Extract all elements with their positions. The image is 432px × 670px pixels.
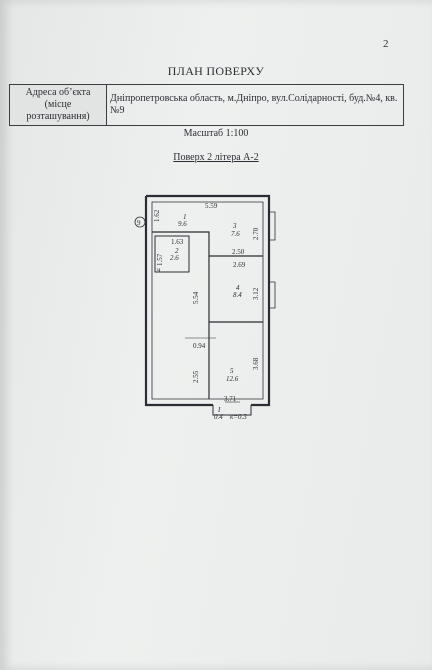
room-area: 8.4 [233, 291, 242, 299]
dim-top-width: 5.59 [205, 202, 218, 210]
room2-wall [154, 235, 190, 273]
dim-corridor: 5.54 [192, 291, 200, 304]
balcony [212, 405, 252, 416]
dim-room3-height: 2.70 [252, 227, 260, 240]
plan-symbol: ч [157, 266, 161, 274]
room-number: 2 [175, 247, 179, 255]
wall-room1-3 [152, 231, 263, 257]
dim-room1-height: 1.62 [153, 209, 161, 222]
address-label: Адреса об’єкта (місце розташування) [9, 84, 107, 126]
room-number: 4 [236, 284, 240, 292]
window-room3 [269, 211, 276, 241]
page-title: ПЛАН ПОВЕРХУ [167, 64, 265, 78]
dim-room5-bottom: 3.71 [224, 395, 237, 403]
dim-room4-width: 2.69 [233, 261, 246, 269]
entrance-marker [134, 216, 146, 228]
page-number: 2 [383, 38, 389, 50]
outer-wall-left [144, 196, 213, 407]
room-area: 12.6 [226, 375, 239, 383]
dim-room5-left: 2.55 [192, 370, 200, 383]
dim-room4-height: 3.12 [252, 287, 260, 300]
room-area: 2.6 [170, 254, 179, 262]
window-room4 [269, 281, 276, 309]
scale-label: Масштаб 1:100 [183, 128, 249, 139]
room-number: 5 [230, 367, 234, 375]
inner-wall [151, 201, 264, 400]
address-table: Адреса об’єкта (місце розташування) Дніп… [9, 84, 404, 126]
floor-label: Поверх 2 літера А-2 [173, 152, 259, 163]
address-value: Дніпропетровська область, м.Дніпро, вул.… [106, 84, 404, 126]
dim-room3-bottom: 2.50 [232, 248, 245, 256]
dim-small-width: 0.94 [193, 342, 206, 350]
dim-room2-height: 1.57 [156, 253, 164, 266]
room-number: 1 [183, 213, 187, 221]
dim-room5-height: 3.68 [252, 357, 260, 370]
entrance-marker-label: 9 [137, 219, 141, 227]
room-number: 3 [232, 222, 237, 230]
outer-wall [146, 194, 271, 407]
room-area: 9.6 [178, 220, 187, 228]
room-number: I [217, 406, 221, 414]
room-area: 7.6 [231, 230, 240, 238]
dim-room2-width: 1.63 [171, 238, 184, 246]
room-coefficient: к=0.3 [230, 413, 247, 421]
room-area: 0.4 [214, 413, 223, 421]
